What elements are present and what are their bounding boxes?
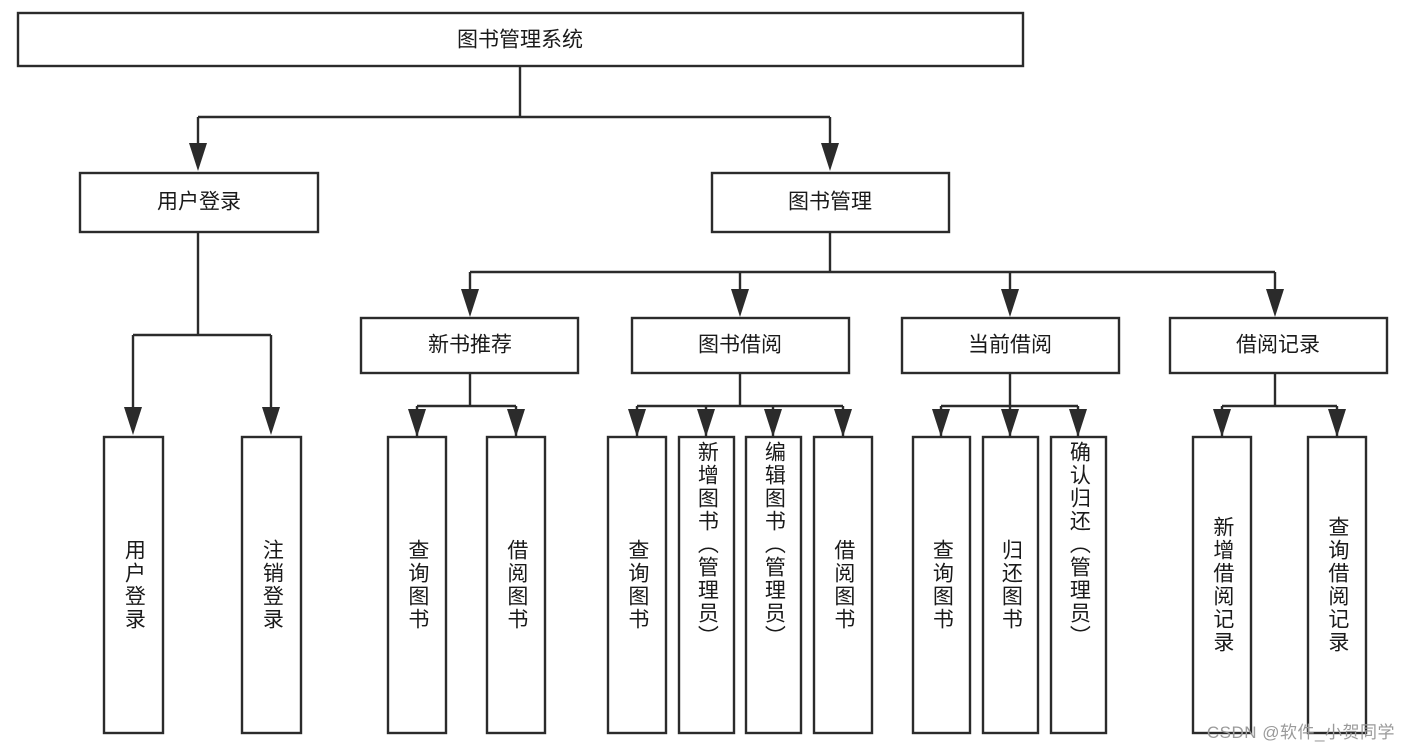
node-leaf-borrow-book-2-label: 借阅图书 <box>831 539 855 631</box>
node-new-book-recommend-box[interactable] <box>359 316 580 375</box>
node-leaf-borrow-book-1-label: 借阅图书 <box>504 539 528 631</box>
node-book-borrow[interactable]: 图书借阅 <box>630 316 851 375</box>
arrowhead-leaf-borrow-book-2 <box>834 409 852 437</box>
node-book-management-box[interactable] <box>710 171 951 234</box>
node-leaf-borrow-book-2-box[interactable] <box>812 435 874 735</box>
node-user-login[interactable]: 用户登录 <box>78 171 320 234</box>
node-leaf-return-book[interactable]: 归还图书 <box>981 435 1040 735</box>
node-leaf-return-book-box[interactable] <box>981 435 1040 735</box>
node-leaf-user-login[interactable]: 用户登录 <box>102 435 165 735</box>
node-leaf-add-book-label: 新增图书（管理员） <box>695 441 719 648</box>
node-leaf-user-logout-box[interactable] <box>240 435 303 735</box>
node-leaf-user-logout-label: 注销登录 <box>260 539 284 631</box>
node-book-borrow-box[interactable] <box>630 316 851 375</box>
node-leaf-query-book-1-box[interactable] <box>386 435 448 735</box>
node-borrow-record-label: 借阅记录 <box>1236 334 1320 357</box>
node-leaf-user-login-box[interactable] <box>102 435 165 735</box>
arrowhead-leaf-edit-book <box>764 409 782 437</box>
node-leaf-borrow-book-2[interactable]: 借阅图书 <box>812 435 874 735</box>
arrowhead-leaf-user-login <box>124 407 142 435</box>
node-root-label: 图书管理系统 <box>457 29 583 52</box>
node-leaf-borrow-book-1-box[interactable] <box>485 435 547 735</box>
connector-group-current-borrow <box>932 373 1087 438</box>
arrowhead-book-borrow <box>731 289 749 317</box>
node-new-book-recommend-label: 新书推荐 <box>428 334 512 357</box>
node-leaf-confirm-return[interactable]: 确认归还（管理员） <box>1049 435 1108 735</box>
arrowhead-leaf-query-book-1 <box>408 409 426 437</box>
connector-group-book-borrow <box>628 373 852 438</box>
node-current-borrow[interactable]: 当前借阅 <box>900 316 1121 375</box>
node-root[interactable]: 图书管理系统 <box>16 11 1025 68</box>
arrowhead-leaf-confirm-return <box>1069 409 1087 437</box>
node-leaf-confirm-return-box[interactable] <box>1049 435 1108 735</box>
arrowhead-leaf-add-book <box>697 409 715 437</box>
node-leaf-query-book-3-box[interactable] <box>911 435 972 735</box>
node-user-login-label: 用户登录 <box>157 191 241 214</box>
arrowhead-leaf-borrow-book-1 <box>507 409 525 437</box>
arrowhead-leaf-query-record <box>1328 409 1346 437</box>
node-leaf-query-book-2-box[interactable] <box>606 435 668 735</box>
node-current-borrow-label: 当前借阅 <box>968 334 1052 357</box>
node-leaf-query-book-2[interactable]: 查询图书 <box>606 435 668 735</box>
arrowhead-leaf-query-book-2 <box>628 409 646 437</box>
arrowhead-leaf-add-record <box>1213 409 1231 437</box>
node-leaf-user-logout[interactable]: 注销登录 <box>240 435 303 735</box>
node-leaf-query-record-box[interactable] <box>1306 435 1368 735</box>
node-leaf-query-book-1[interactable]: 查询图书 <box>386 435 448 735</box>
node-leaf-add-record-label: 新增借阅记录 <box>1210 516 1234 654</box>
node-leaf-user-login-label: 用户登录 <box>122 539 146 631</box>
node-new-book-recommend[interactable]: 新书推荐 <box>359 316 580 375</box>
arrowhead-leaf-user-logout <box>262 407 280 435</box>
node-leaf-query-record[interactable]: 查询借阅记录 <box>1306 435 1368 735</box>
node-leaf-edit-book[interactable]: 编辑图书（管理员） <box>744 435 803 735</box>
node-leaf-add-record-box[interactable] <box>1191 435 1253 735</box>
connector-group-root <box>189 66 839 171</box>
node-leaf-add-book-box[interactable] <box>677 435 736 735</box>
arrowhead-book-management <box>821 143 839 171</box>
arrowhead-user-login <box>189 143 207 171</box>
connector-group-borrow-record <box>1213 373 1346 438</box>
node-leaf-edit-book-box[interactable] <box>744 435 803 735</box>
arrowhead-leaf-return-book <box>1001 409 1019 437</box>
node-leaf-add-record[interactable]: 新增借阅记录 <box>1191 435 1253 735</box>
node-borrow-record-box[interactable] <box>1168 316 1389 375</box>
node-borrow-record[interactable]: 借阅记录 <box>1168 316 1389 375</box>
node-leaf-query-record-label: 查询借阅记录 <box>1325 516 1349 654</box>
node-leaf-query-book-1-label: 查询图书 <box>405 539 429 631</box>
connector-group-book-management <box>461 232 1284 317</box>
connector-group-new-book-recommend <box>408 373 525 438</box>
node-book-management[interactable]: 图书管理 <box>710 171 951 234</box>
node-current-borrow-box[interactable] <box>900 316 1121 375</box>
node-leaf-query-book-3[interactable]: 查询图书 <box>911 435 972 735</box>
connector-group-user-login <box>124 232 280 435</box>
arrowhead-leaf-query-book-3 <box>932 409 950 437</box>
node-leaf-add-book[interactable]: 新增图书（管理员） <box>677 435 736 735</box>
node-book-borrow-label: 图书借阅 <box>698 334 782 357</box>
node-book-management-label: 图书管理 <box>788 191 872 214</box>
arrowhead-new-book-recommend <box>461 289 479 317</box>
node-leaf-query-book-3-label: 查询图书 <box>930 539 954 631</box>
node-leaf-confirm-return-label: 确认归还（管理员） <box>1067 441 1091 648</box>
node-leaf-query-book-2-label: 查询图书 <box>625 539 649 631</box>
arrowhead-current-borrow <box>1001 289 1019 317</box>
node-leaf-return-book-label: 归还图书 <box>999 539 1023 631</box>
node-leaf-edit-book-label: 编辑图书（管理员） <box>762 441 786 648</box>
node-root-box[interactable] <box>16 11 1025 68</box>
node-leaf-borrow-book-1[interactable]: 借阅图书 <box>485 435 547 735</box>
node-user-login-box[interactable] <box>78 171 320 234</box>
csdn-watermark: CSDN @软件_小贺同学 <box>1206 723 1395 742</box>
arrowhead-borrow-record <box>1266 289 1284 317</box>
